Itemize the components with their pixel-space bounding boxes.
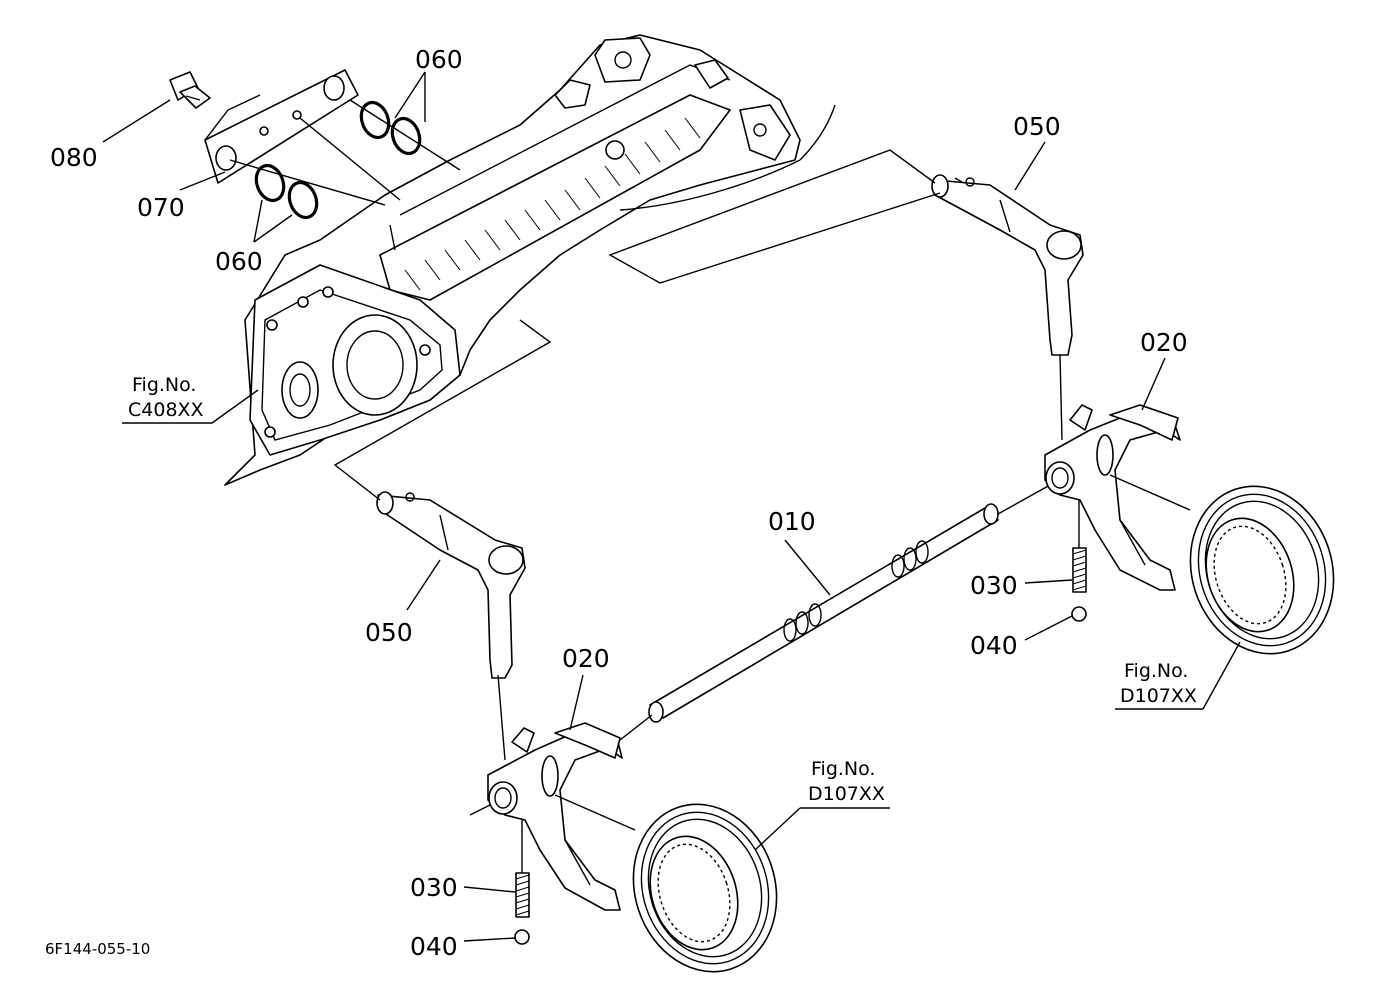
fig-ref-d107-left-code: D107XX (808, 783, 885, 805)
label-060-top: 060 (415, 45, 463, 74)
label-030-right: 030 (970, 571, 1018, 600)
fig-ref-d107-right: Fig.No. D107XX (1115, 641, 1241, 710)
o-rings-060 (254, 100, 422, 220)
fig-ref-d107-right-title: Fig.No. (1124, 660, 1188, 682)
label-040-left: 040 (410, 932, 458, 961)
ball-040-left (514, 929, 530, 945)
part-labels: 060 060 080 070 050 020 010 030 040 050 … (50, 45, 1188, 961)
shift-lever-050-right (931, 174, 1084, 356)
fig-ref-c408-code: C408XX (128, 399, 204, 421)
label-050-right: 050 (1013, 112, 1061, 141)
sleeve-right (1189, 485, 1335, 655)
label-070: 070 (137, 193, 185, 222)
fig-ref-d107-right-code: D107XX (1120, 685, 1197, 707)
sleeve-left (632, 803, 778, 973)
label-020-left: 020 (562, 644, 610, 673)
shift-lever-050-left (376, 491, 526, 679)
ball-040-right (1071, 606, 1087, 622)
callout-leaders (102, 71, 1166, 942)
label-030-left: 030 (410, 873, 458, 902)
label-020-right: 020 (1140, 328, 1188, 357)
shift-rod-010 (648, 503, 999, 723)
shift-fork-020-right (1044, 404, 1181, 591)
spring-030-left (515, 872, 530, 918)
plate-070 (204, 69, 359, 184)
label-040-right: 040 (970, 631, 1018, 660)
fig-ref-c408: Fig.No. C408XX (122, 374, 259, 424)
label-010: 010 (768, 507, 816, 536)
bolt-080 (169, 71, 211, 109)
fig-ref-c408-title: Fig.No. (132, 374, 196, 396)
spring-030-right (1072, 547, 1087, 593)
label-080: 080 (50, 143, 98, 172)
shift-fork-020-left (487, 722, 623, 911)
label-050-left: 050 (365, 618, 413, 647)
label-060-bottom: 060 (215, 247, 263, 276)
fig-ref-d107-left-title: Fig.No. (811, 758, 875, 780)
diagram-code: 6F144-055-10 (45, 940, 150, 958)
transmission-case (224, 34, 836, 486)
fig-ref-d107-left: Fig.No. D107XX (754, 758, 890, 851)
